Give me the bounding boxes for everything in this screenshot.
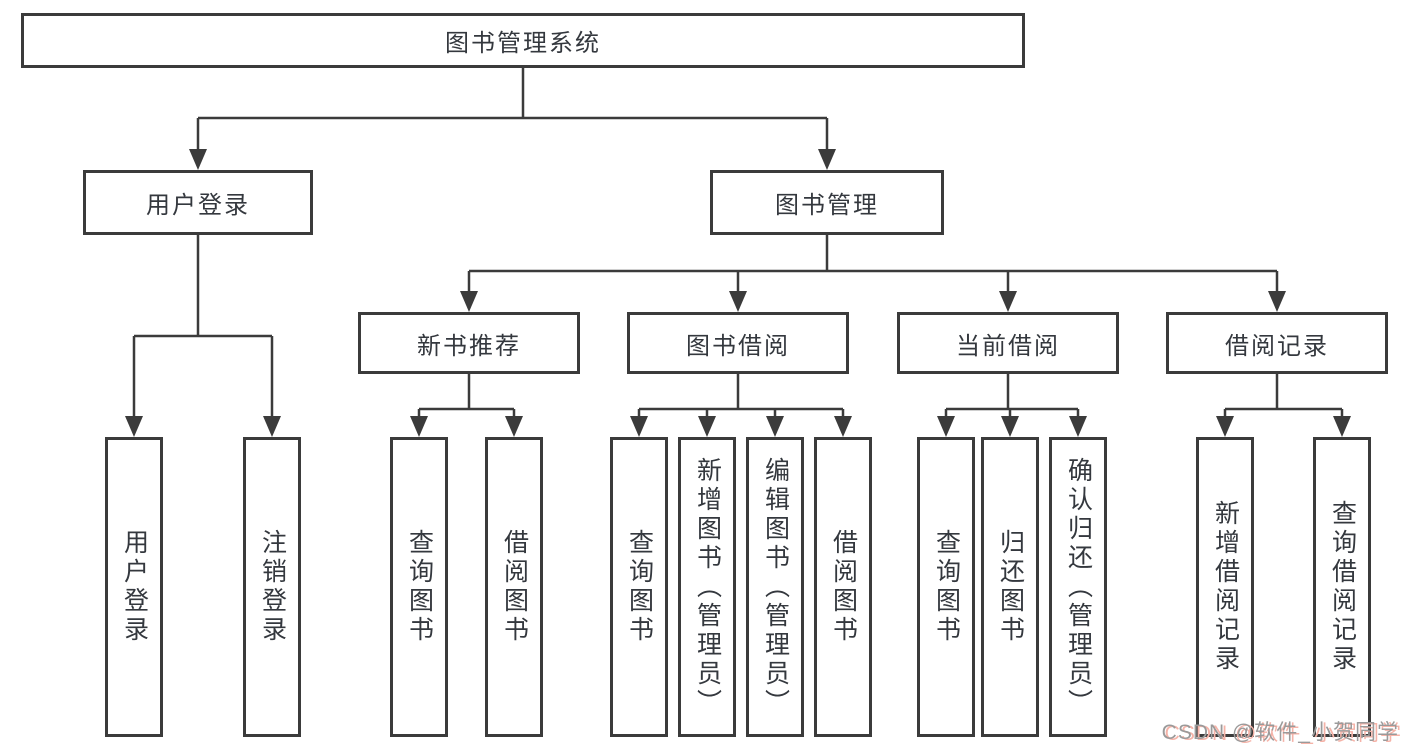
leaf-br-add-record: 新增借阅记录 (1196, 437, 1254, 737)
node-book-borrowing-label: 图书借阅 (686, 332, 790, 360)
leaf-label: 归还图书 (996, 529, 1025, 645)
leaf-label: 查询图书 (932, 529, 961, 645)
leaf-bb-add-book-admin: 新增图书（管理员） (678, 437, 736, 737)
watermark-text: CSDN @软件_小贺同学 (1161, 721, 1399, 744)
leaf-bb-borrow-book: 借阅图书 (814, 437, 872, 737)
node-root: 图书管理系统 (21, 13, 1025, 68)
leaf-label: 注销登录 (258, 529, 287, 645)
leaf-label: 查询借阅记录 (1328, 500, 1357, 674)
leaf-cb-return-book: 归还图书 (981, 437, 1039, 737)
leaf-label: 借阅图书 (500, 529, 529, 645)
leaf-label: 新增借阅记录 (1211, 500, 1240, 674)
node-new-book-recommendation-label: 新书推荐 (417, 332, 521, 360)
node-user-login-label: 用户登录 (146, 192, 250, 219)
leaf-bb-edit-book-admin: 编辑图书（管理员） (746, 437, 804, 737)
node-book-management: 图书管理 (710, 170, 944, 235)
leaf-label: 查询图书 (625, 529, 654, 645)
leaf-user-login: 用户登录 (105, 437, 163, 737)
leaf-label: 新增图书（管理员） (693, 456, 722, 718)
leaf-label: 确认归还（管理员） (1064, 456, 1093, 718)
leaf-label: 查询图书 (405, 529, 434, 645)
node-current-borrowing: 当前借阅 (897, 312, 1119, 374)
leaf-bb-query-book: 查询图书 (610, 437, 668, 737)
leaf-label: 借阅图书 (829, 529, 858, 645)
node-borrowing-records-label: 借阅记录 (1225, 332, 1329, 360)
leaf-nbr-query-book: 查询图书 (390, 437, 448, 737)
leaf-label: 编辑图书（管理员） (761, 456, 790, 718)
node-book-borrowing: 图书借阅 (627, 312, 849, 374)
leaf-label: 用户登录 (120, 529, 149, 645)
leaf-br-query-record: 查询借阅记录 (1313, 437, 1371, 737)
leaf-logout: 注销登录 (243, 437, 301, 737)
node-book-management-label: 图书管理 (775, 192, 879, 219)
node-current-borrowing-label: 当前借阅 (956, 332, 1060, 360)
leaf-cb-query-book: 查询图书 (917, 437, 975, 737)
node-borrowing-records: 借阅记录 (1166, 312, 1388, 374)
node-new-book-recommendation: 新书推荐 (358, 312, 580, 374)
leaf-nbr-borrow-book: 借阅图书 (485, 437, 543, 737)
leaf-cb-confirm-return-admin: 确认归还（管理员） (1049, 437, 1107, 737)
node-user-login: 用户登录 (83, 170, 313, 235)
node-root-label: 图书管理系统 (445, 30, 601, 57)
